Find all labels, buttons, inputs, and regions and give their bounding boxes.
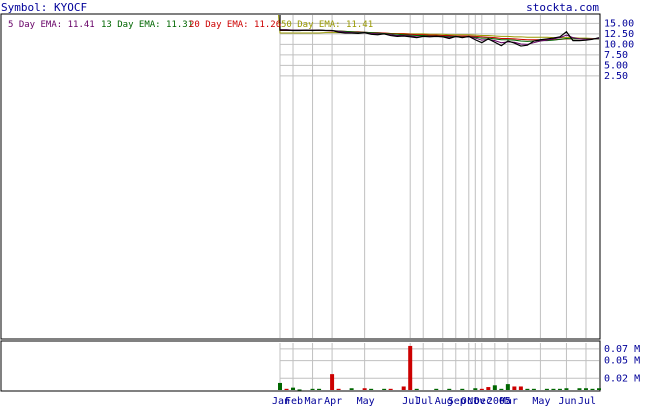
volume-bar bbox=[349, 388, 354, 390]
volume-bar bbox=[447, 388, 452, 390]
volume-bar bbox=[583, 388, 588, 390]
series-line-price bbox=[279, 15, 600, 47]
x-tick-label: May bbox=[532, 396, 550, 406]
volume-bar bbox=[525, 388, 530, 390]
price-tick-label: 10.00 bbox=[604, 39, 634, 50]
volume-bar bbox=[330, 374, 335, 390]
x-tick-label: Jan bbox=[272, 396, 290, 406]
volume-bar bbox=[382, 388, 387, 390]
volume-bar bbox=[590, 388, 595, 390]
volume-bar bbox=[492, 385, 497, 390]
price-tick-label: 5.00 bbox=[604, 60, 628, 71]
legend-ema5: 5 Day EMA: 11.41 bbox=[8, 20, 95, 30]
volume-bars bbox=[278, 345, 601, 391]
volume-bar bbox=[597, 388, 601, 390]
x-tick-label: Apr bbox=[324, 396, 342, 406]
volume-bar bbox=[486, 387, 491, 390]
volume-bar bbox=[551, 388, 556, 390]
x-tick-label: Jul bbox=[578, 396, 596, 406]
x-tick-label: Sep bbox=[448, 396, 466, 406]
price-lines bbox=[278, 14, 600, 47]
x-tick-label: Mar bbox=[305, 396, 323, 406]
volume-bar bbox=[505, 384, 510, 390]
symbol-title: Symbol: KYOCF bbox=[1, 1, 87, 14]
volume-bar bbox=[284, 388, 289, 390]
volume-bar bbox=[291, 387, 296, 390]
volume-bar bbox=[401, 386, 406, 390]
volume-bar bbox=[564, 388, 569, 390]
legend-ema20: 20 Day EMA: 11.26 bbox=[189, 20, 281, 30]
volume-bar bbox=[414, 388, 419, 390]
legend-ema50: 50 Day EMA: 11.41 bbox=[281, 20, 373, 30]
legend-ema13: 13 Day EMA: 11.31 bbox=[101, 20, 193, 30]
volume-bar bbox=[278, 382, 282, 390]
x-tick-label: Aug bbox=[435, 396, 453, 406]
volume-bar bbox=[518, 386, 523, 390]
x-tick-label: Feb bbox=[285, 396, 303, 406]
volume-bar bbox=[499, 388, 504, 390]
volume-bar bbox=[544, 388, 549, 390]
price-tick-label: 15.00 bbox=[604, 18, 634, 29]
x-tick-label: Mar bbox=[500, 396, 518, 406]
legend: 5 Day EMA: 11.41 13 Day EMA: 11.31 20 Da… bbox=[8, 20, 373, 30]
volume-bar bbox=[577, 388, 582, 390]
x-tick-label: Jul bbox=[415, 396, 433, 406]
volume-bar bbox=[408, 345, 413, 390]
x-tick-label: May bbox=[357, 396, 375, 406]
volume-bar bbox=[317, 388, 322, 390]
volume-tick-label: 0.02 M bbox=[604, 373, 640, 384]
volume-bar bbox=[557, 388, 562, 390]
x-tick-label: Dec bbox=[474, 396, 492, 406]
site-name: stockta.com bbox=[526, 1, 599, 14]
volume-y-axis: 0.07 M0.05 M 0.02 M bbox=[604, 344, 640, 384]
x-tick-label: Jun bbox=[558, 396, 576, 406]
x-tick-label: Nov bbox=[467, 396, 485, 406]
x-tick-label: Jul bbox=[402, 396, 420, 406]
volume-tick-label: 0.05 M bbox=[604, 356, 640, 367]
price-panel bbox=[0, 13, 601, 340]
price-tick-label: 2.50 bbox=[604, 71, 628, 82]
volume-bar bbox=[388, 388, 393, 390]
volume-tick-label: 0.07 M bbox=[604, 344, 640, 355]
volume-bar bbox=[362, 388, 367, 390]
x-tick-label: Oct bbox=[461, 396, 479, 406]
volume-bar bbox=[531, 388, 536, 390]
x-tick-label: 2005 bbox=[487, 396, 511, 406]
volume-bar bbox=[369, 388, 374, 390]
price-grid bbox=[279, 15, 599, 338]
volume-bar bbox=[479, 388, 484, 390]
volume-bar bbox=[460, 388, 465, 390]
volume-bar bbox=[434, 388, 439, 390]
volume-bar bbox=[310, 388, 315, 390]
volume-bar bbox=[512, 386, 517, 390]
volume-bar bbox=[297, 389, 302, 391]
price-tick-label: 7.50 bbox=[604, 50, 628, 61]
volume-bar bbox=[336, 388, 341, 390]
price-tick-label: 12.50 bbox=[604, 29, 634, 40]
series-line-ema50 bbox=[278, 14, 599, 39]
volume-bar bbox=[473, 388, 478, 390]
